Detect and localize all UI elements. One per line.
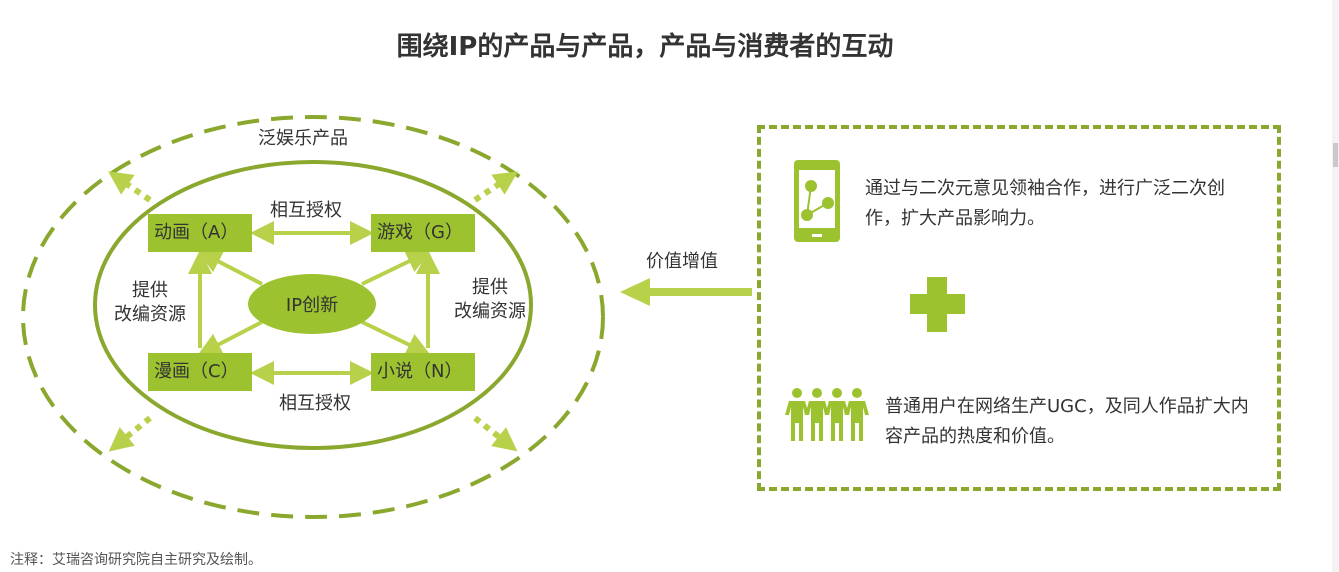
label-top-mutual-license: 相互授权: [270, 200, 342, 221]
consumer-interaction-panel: [757, 125, 1281, 491]
expand-arrow-bottom-left: [108, 415, 152, 452]
node-comic: 漫画（C）: [148, 353, 252, 391]
people-group-icon: [785, 388, 869, 441]
node-anime: 动画（A）: [148, 214, 252, 252]
panel-item-ugc: 普通用户在网络生产UGC，及同人作品扩大内容产品的热度和价值。: [885, 396, 1249, 447]
page-title: 围绕IP的产品与产品，产品与消费者的互动: [396, 32, 894, 62]
value-arrow-head: [620, 278, 650, 306]
expand-arrow-top-right: [473, 171, 518, 203]
arrow-center-to-novel: [361, 320, 431, 356]
vertical-scrollbar[interactable]: [1332, 0, 1339, 572]
node-game: 游戏（G）: [371, 214, 475, 252]
label-bottom-mutual-license: 相互授权: [279, 393, 351, 414]
inner-solid-ring: [93, 160, 533, 450]
outer-dashed-ring: [21, 115, 605, 519]
value-arrow-label: 价值增值: [646, 251, 718, 272]
label-left-line1: 提供: [132, 280, 168, 301]
label-right-line1: 提供: [472, 277, 508, 298]
arrow-center-to-comic: [197, 320, 263, 356]
expand-arrow-top-left: [108, 171, 152, 203]
footnote: 注释：艾瑞咨询研究院自主研究及绘制。: [10, 552, 262, 568]
scrollbar-thumb[interactable]: [1333, 143, 1338, 167]
panel-item-kol-cooperation: 通过与二次元意见领袖合作，进行广泛二次创作，扩大产品影响力。: [865, 178, 1225, 229]
label-right-line2: 改编资源: [454, 301, 526, 322]
outer-ring-label: 泛娱乐产品: [258, 128, 348, 149]
label-left-provide-resources: 提供 改编资源: [106, 279, 194, 327]
expand-arrow-bottom-right: [473, 415, 518, 452]
center-ip-innovation: IP创新: [248, 274, 376, 334]
smartphone-share-icon: [794, 160, 840, 242]
arrow-center-to-anime: [197, 250, 263, 286]
arrow-center-to-game: [361, 250, 431, 286]
node-novel: 小说（N）: [371, 353, 475, 391]
label-right-provide-resources: 提供 改编资源: [446, 276, 534, 324]
plus-icon: [910, 277, 965, 332]
label-left-line2: 改编资源: [114, 304, 186, 325]
